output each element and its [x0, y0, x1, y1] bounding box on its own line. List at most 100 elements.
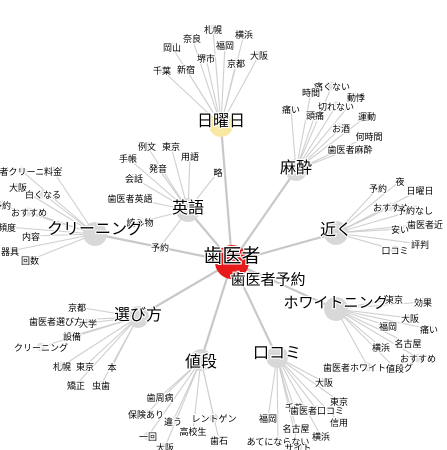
leaf-label[interactable]: サイト	[283, 442, 312, 450]
leaf-label[interactable]: 札幌	[203, 23, 223, 37]
leaf-label[interactable]: レントゲン	[190, 412, 237, 426]
leaf-label[interactable]: 違う	[163, 415, 183, 429]
leaf-label[interactable]: 会話	[124, 172, 144, 186]
leaf-label[interactable]: 夜	[394, 175, 405, 189]
leaf-label[interactable]: 新宿	[176, 63, 196, 77]
leaf-label[interactable]: 京都	[67, 301, 87, 315]
leaf-label[interactable]: 頭痛	[305, 109, 325, 123]
leaf-label[interactable]: 横浜	[234, 28, 254, 42]
leaf-label[interactable]: 札幌	[52, 360, 72, 374]
leaf-label[interactable]: 岡山	[162, 42, 182, 55]
leaf-label[interactable]: 発音	[148, 162, 168, 176]
hub-node-kuchikomi[interactable]	[266, 346, 288, 368]
leaf-label[interactable]: 設備	[62, 330, 82, 344]
leaf-label[interactable]: 名古屋	[281, 422, 310, 436]
leaf-label[interactable]: 値段	[385, 362, 405, 376]
leaf-label[interactable]: 大阪	[155, 441, 175, 450]
leaf-label[interactable]: 信用	[329, 416, 349, 430]
leaf-label[interactable]: 時間	[301, 87, 321, 100]
root-node[interactable]	[215, 245, 249, 279]
leaf-label[interactable]: 運動	[357, 111, 377, 124]
leaf-label[interactable]: 福岡	[258, 412, 278, 426]
leaf-label[interactable]: 千葉	[284, 401, 304, 415]
leaf-label[interactable]: 器具	[0, 246, 20, 259]
leaf-label[interactable]: おすすめ	[372, 202, 410, 215]
leaf-label[interactable]: 手帳	[118, 152, 138, 166]
hub-label-whitening[interactable]: ホワイトニング	[282, 293, 389, 313]
leaf-label[interactable]: 東京	[384, 293, 404, 307]
leaf-label[interactable]: 横浜	[371, 341, 391, 355]
leaf-label[interactable]: 虫歯	[91, 379, 111, 393]
leaf-label[interactable]: 料金	[43, 165, 63, 179]
leaf-label[interactable]: 東京	[161, 140, 181, 154]
leaf-label[interactable]: 口コミ	[380, 246, 409, 258]
hub-label-masui[interactable]: 麻酔	[279, 157, 313, 178]
leaf-label[interactable]: 略	[212, 166, 223, 180]
leaf-label[interactable]: 予約	[150, 241, 170, 255]
leaf-label[interactable]: 評判	[410, 238, 430, 252]
leaf-label[interactable]: 回数	[20, 254, 40, 268]
leaf-label[interactable]: 動悸	[346, 91, 366, 105]
leaf-label[interactable]: 読み物	[125, 216, 154, 230]
leaf-label[interactable]: クリーニング	[13, 341, 69, 355]
leaf-label[interactable]: 名古屋	[393, 337, 422, 351]
leaf-label[interactable]: 歯医者近	[406, 218, 444, 232]
hub-label-nichiyoubi[interactable]: 日曜日	[196, 110, 246, 131]
leaf-label[interactable]: 例文	[137, 140, 157, 154]
leaf-label[interactable]: 内容	[21, 230, 41, 244]
leaf-label[interactable]: 歯医者麻酔	[326, 143, 373, 157]
leaf-label[interactable]: あてにならない	[245, 436, 310, 449]
leaf-label[interactable]: おすすめ	[10, 207, 48, 220]
leaf-label[interactable]: 保険あり	[127, 408, 165, 422]
leaf-label[interactable]: 福岡	[378, 320, 398, 334]
hub-node-chikaku[interactable]	[324, 221, 348, 245]
hub-node-cleaning[interactable]	[83, 222, 107, 246]
hub-label-erabikata[interactable]: 選び方	[113, 304, 163, 325]
leaf-label[interactable]: 痛い	[281, 103, 301, 117]
leaf-label[interactable]: 横浜	[311, 430, 331, 444]
leaf-label[interactable]: 歯医者選び方	[28, 315, 84, 329]
hub-node-nichiyoubi[interactable]	[209, 113, 233, 137]
leaf-label[interactable]: 予約	[0, 199, 12, 213]
leaf-label[interactable]: 予約なし	[396, 204, 434, 218]
leaf-label[interactable]: 予約	[368, 182, 388, 196]
hub-node-whitening[interactable]	[324, 297, 348, 321]
hub-label-eigo[interactable]: 英語	[171, 197, 205, 218]
leaf-label[interactable]: 本	[106, 361, 117, 375]
hub-node-erabikata[interactable]	[127, 306, 149, 328]
leaf-label[interactable]: 堺市	[196, 52, 216, 66]
leaf-label[interactable]: 一回	[138, 431, 158, 444]
leaf-label[interactable]: 歯医者口コミ	[289, 404, 345, 418]
hub-node-nedan[interactable]	[190, 349, 212, 371]
hub-label-kuchikomi[interactable]: 口コミ	[252, 342, 302, 363]
leaf-label[interactable]: お酒	[331, 123, 351, 136]
leaf-label[interactable]: 大阪	[8, 181, 28, 195]
leaf-label[interactable]: 頻度	[0, 221, 17, 235]
leaf-label[interactable]: 福岡	[215, 39, 235, 53]
hub-label-chikaku[interactable]: 近く	[319, 219, 353, 240]
hub-label-cleaning[interactable]: クリーニング	[46, 218, 144, 239]
leaf-label[interactable]: 大阪	[400, 312, 420, 326]
leaf-label[interactable]: 大阪	[249, 49, 269, 63]
leaf-label[interactable]: 東京	[75, 360, 95, 374]
leaf-label[interactable]: 何時間	[354, 130, 383, 144]
leaf-label[interactable]: 歯医者クリーニング	[0, 165, 64, 179]
leaf-label[interactable]: 痛くない	[313, 80, 351, 94]
leaf-label[interactable]: 安い	[390, 223, 410, 237]
leaf-label[interactable]: 矯正	[66, 379, 86, 393]
leaf-label[interactable]: 大阪	[314, 376, 334, 390]
leaf-label[interactable]: 高校生	[178, 425, 207, 439]
leaf-label[interactable]: 歯医者ホワイトニング	[322, 361, 414, 375]
leaf-label[interactable]: 東京	[329, 395, 349, 409]
root-label[interactable]: 歯医者	[202, 244, 261, 268]
leaf-label[interactable]: おすすめ	[399, 353, 437, 366]
leaf-label[interactable]: 切れない	[317, 101, 355, 114]
hub-node-masui[interactable]	[285, 159, 307, 181]
leaf-label[interactable]: 用語	[180, 150, 200, 164]
leaf-label[interactable]: 奈良	[182, 32, 202, 46]
leaf-label[interactable]: 歯周病	[145, 391, 174, 405]
leaf-label[interactable]: 千葉	[152, 64, 172, 78]
leaf-label[interactable]: 痛い	[419, 323, 439, 337]
leaf-label[interactable]: 歯石	[209, 434, 229, 448]
hub-label-yoyaku[interactable]: 歯医者予約	[229, 270, 306, 290]
